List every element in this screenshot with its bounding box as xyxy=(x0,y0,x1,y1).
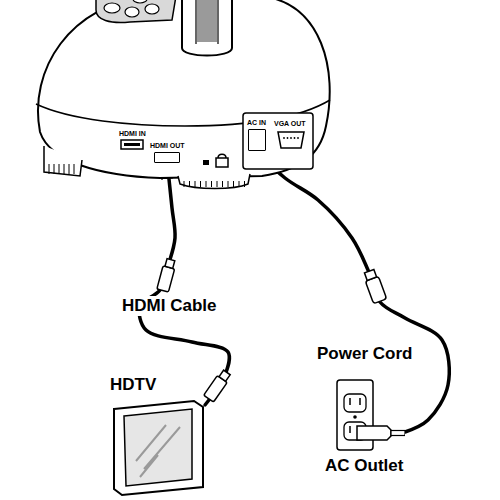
inserted-plug xyxy=(357,426,391,440)
foot-ridge xyxy=(49,164,50,174)
vga-pin xyxy=(283,137,285,139)
lens-ridge xyxy=(206,181,207,187)
vga-pin xyxy=(297,137,299,139)
hdmi-in-socket xyxy=(121,140,143,149)
lens-ridge xyxy=(228,181,229,187)
button xyxy=(104,3,120,13)
foot-ridge xyxy=(74,164,75,174)
lens-ridge xyxy=(222,181,223,187)
tv-illustration xyxy=(110,399,205,497)
ac-in-port: AC IN xyxy=(247,119,266,151)
lock-icon xyxy=(216,154,228,167)
outlet-socket xyxy=(344,394,366,412)
outlet-illustration xyxy=(325,378,405,454)
cable-label: HDMI Cable xyxy=(120,296,218,316)
lens-ridge xyxy=(233,181,234,187)
port-socket xyxy=(248,129,266,151)
hdmi-plug xyxy=(204,369,232,402)
lock-slot xyxy=(203,160,209,165)
arm-stem-face xyxy=(197,0,217,42)
arm-stem-inner xyxy=(196,0,218,44)
port-label: VGA OUT xyxy=(274,120,306,128)
lens-ridge xyxy=(195,181,196,187)
button xyxy=(125,7,139,17)
arm-stem xyxy=(182,0,232,56)
lens-ridge xyxy=(189,181,190,187)
cord-label: Power Cord xyxy=(315,344,414,364)
plug-strain-relief xyxy=(391,431,405,436)
vga-pin xyxy=(287,137,289,139)
port-socket xyxy=(154,152,180,163)
tv-frame xyxy=(114,401,203,495)
foot-ridge xyxy=(64,164,65,174)
node-text: AC IN xyxy=(247,119,266,127)
lens-ridge xyxy=(239,181,240,187)
vga-pin xyxy=(290,137,292,139)
button xyxy=(145,4,159,14)
vga-pins xyxy=(283,137,299,139)
hdmi-plug xyxy=(157,258,177,292)
hdmi-out-port: HDMI OUT xyxy=(150,142,185,163)
vga-socket xyxy=(278,132,304,148)
lens-ridge xyxy=(211,181,212,187)
cable-connector xyxy=(139,163,229,405)
foot-ridge xyxy=(59,164,60,174)
tv-screen xyxy=(124,409,192,486)
port-label: HDMI IN xyxy=(119,130,146,138)
rear-panel xyxy=(243,113,313,169)
lens-ridge xyxy=(184,181,185,187)
lens-ridge xyxy=(244,181,245,187)
node-text: AC Outlet xyxy=(325,456,403,476)
foot-ridges xyxy=(49,164,74,174)
screen-glare xyxy=(136,425,180,477)
control-pad xyxy=(96,0,176,23)
power-plug xyxy=(363,269,387,304)
lens-ridge xyxy=(217,181,218,187)
lens-ridge xyxy=(200,181,201,187)
hdmi-in-slot xyxy=(124,143,140,146)
camera-body xyxy=(38,0,330,178)
vga-pin xyxy=(294,137,296,139)
node-text: HDMI OUT xyxy=(150,142,185,150)
foot-ridge xyxy=(69,164,70,174)
button xyxy=(133,0,147,3)
foot-ridge xyxy=(54,164,55,174)
hdtv: HDTV xyxy=(110,375,205,497)
foot xyxy=(44,146,82,176)
plate-screw xyxy=(353,415,357,419)
lens-ridges xyxy=(184,181,245,187)
ac-outlet: AC Outlet xyxy=(325,378,405,476)
lens-ring xyxy=(178,174,250,189)
socket-slots xyxy=(350,398,360,405)
node-text: HDTV xyxy=(110,375,156,395)
